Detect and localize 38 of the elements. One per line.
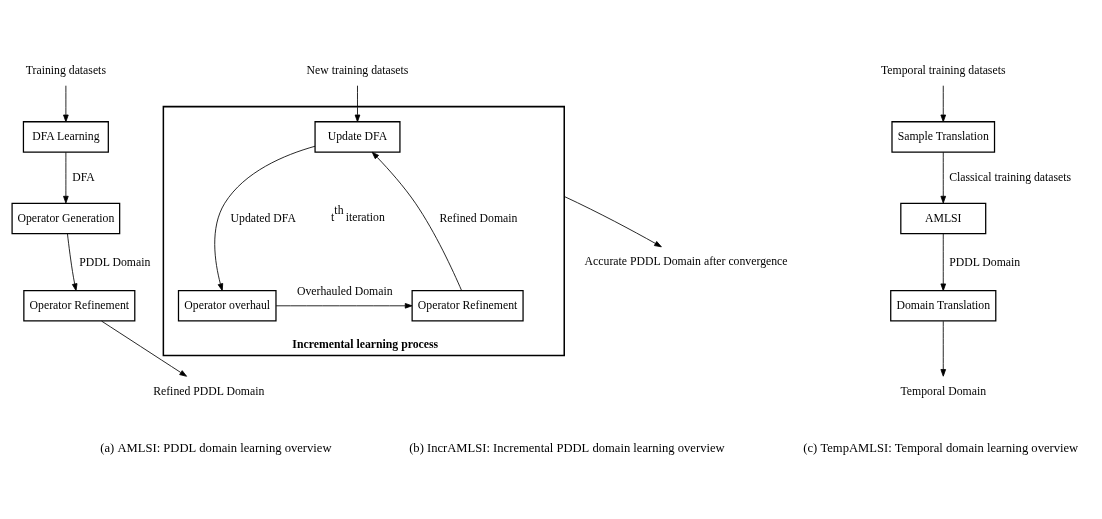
arrow [63,151,69,203]
arrow [354,84,361,122]
arrow [63,84,69,122]
arrow [563,195,662,247]
node-text: New training datasets [306,63,409,77]
label: (a) AMLSI: PDDL domain learning overview [100,440,332,455]
node-box: Operator Generation [11,202,121,234]
edge-label: Updated DFA [230,211,296,225]
arrow [67,232,78,291]
edge-label: PDDL Domain [79,255,151,269]
node-text: Temporal training datasets [881,63,1006,77]
node-box: DFA Learning [22,120,109,153]
node-box: AMLSI [900,202,987,234]
arrow [214,145,316,291]
arrow [940,84,947,122]
node-box: Operator Refinement [23,289,136,322]
node-box: Operator overhaul [177,289,277,322]
node-text: Temporal Domain [900,384,987,398]
arrow [275,302,413,309]
arrow [371,151,462,291]
node-box: Update DFA [314,120,401,153]
edge-label: DFA [72,170,95,184]
arrow [940,320,947,377]
node-box: Sample Translation [891,120,996,153]
label: (b) IncrAMLSI: Incremental PDDL domain learning overview [409,440,725,455]
node-box: Operator Refinement [411,289,524,322]
node-text: Accurate PDDL Domain after convergence [584,254,788,268]
arrow [940,151,947,203]
node-text: Training datasets [25,63,106,77]
node-box: Domain Translation [890,289,997,322]
edge-label: PDDL Domain [949,255,1021,269]
arrow [101,320,187,377]
arrow [940,232,947,291]
label: (c) TempAMLSI: Temporal domain learning overview [803,440,1079,455]
edge-label: Overhauled Domain [296,284,393,298]
node-text: Refined PDDL Domain [153,384,265,398]
edge-label: Refined Domain [439,211,518,225]
edge-label: Classical training datasets [949,170,1072,184]
